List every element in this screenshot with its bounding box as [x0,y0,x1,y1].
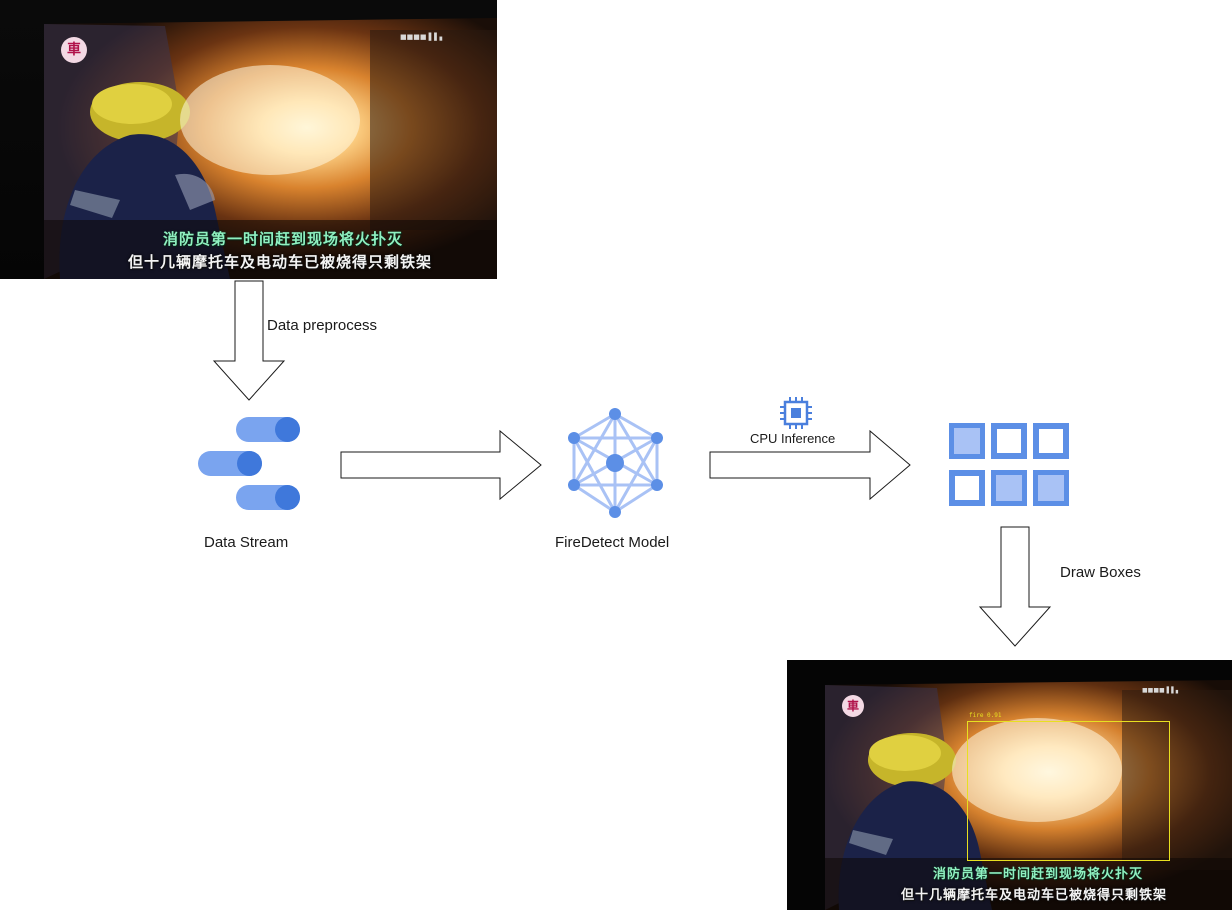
output-channel-logo: 車 [842,695,864,717]
neural-network-icon [572,412,659,514]
cpu-chip-icon [780,397,812,429]
output-channel-watermark: ■■■■ ▌▌▖ [1142,687,1181,694]
fire-detection-box [967,721,1170,861]
arrow-preprocess [212,280,286,401]
input-video-frame: 車 ■■■■ ▌▌▖ 消防员第一时间赶到现场将火扑灭 但十几辆摩托车及电动车已被… [0,0,497,279]
neural-network-nodes [568,408,663,518]
cpu-inference-label: CPU Inference [750,431,836,446]
arrow-draw-boxes [978,526,1052,647]
input-frame-image [0,0,497,279]
output-video-frame: 車 ■■■■ ▌▌▖ fire 0.91 消防员第一时间赶到现场将火扑灭 但十几… [787,660,1232,910]
arrow-stream-to-model [340,429,542,501]
arrow-model-to-results [709,429,911,501]
grid-tiles-icon [949,423,1069,506]
output-subtitle-line2: 但十几辆摩托车及电动车已被烧得只剩铁架 [901,888,1168,903]
pipeline-bars-icon [198,417,300,510]
data-stream-label: Data Stream [204,534,289,551]
model-label: FireDetect Model [555,534,670,551]
input-subtitle-line2: 但十几辆摩托车及电动车已被烧得只剩铁架 [128,253,433,271]
input-subtitle-line1: 消防员第一时间赶到现场将火扑灭 [163,230,404,248]
channel-watermark: ■■■■ ▌▌▖ [400,33,445,41]
data-preprocess-label: Data preprocess [267,317,378,334]
channel-logo: 車 [61,37,87,63]
output-subtitle-line1: 消防员第一时间赶到现场将火扑灭 [933,867,1144,882]
output-frame-image [787,660,1232,910]
draw-boxes-label: Draw Boxes [1060,564,1141,581]
fire-detection-label: fire 0.91 [969,712,1002,719]
